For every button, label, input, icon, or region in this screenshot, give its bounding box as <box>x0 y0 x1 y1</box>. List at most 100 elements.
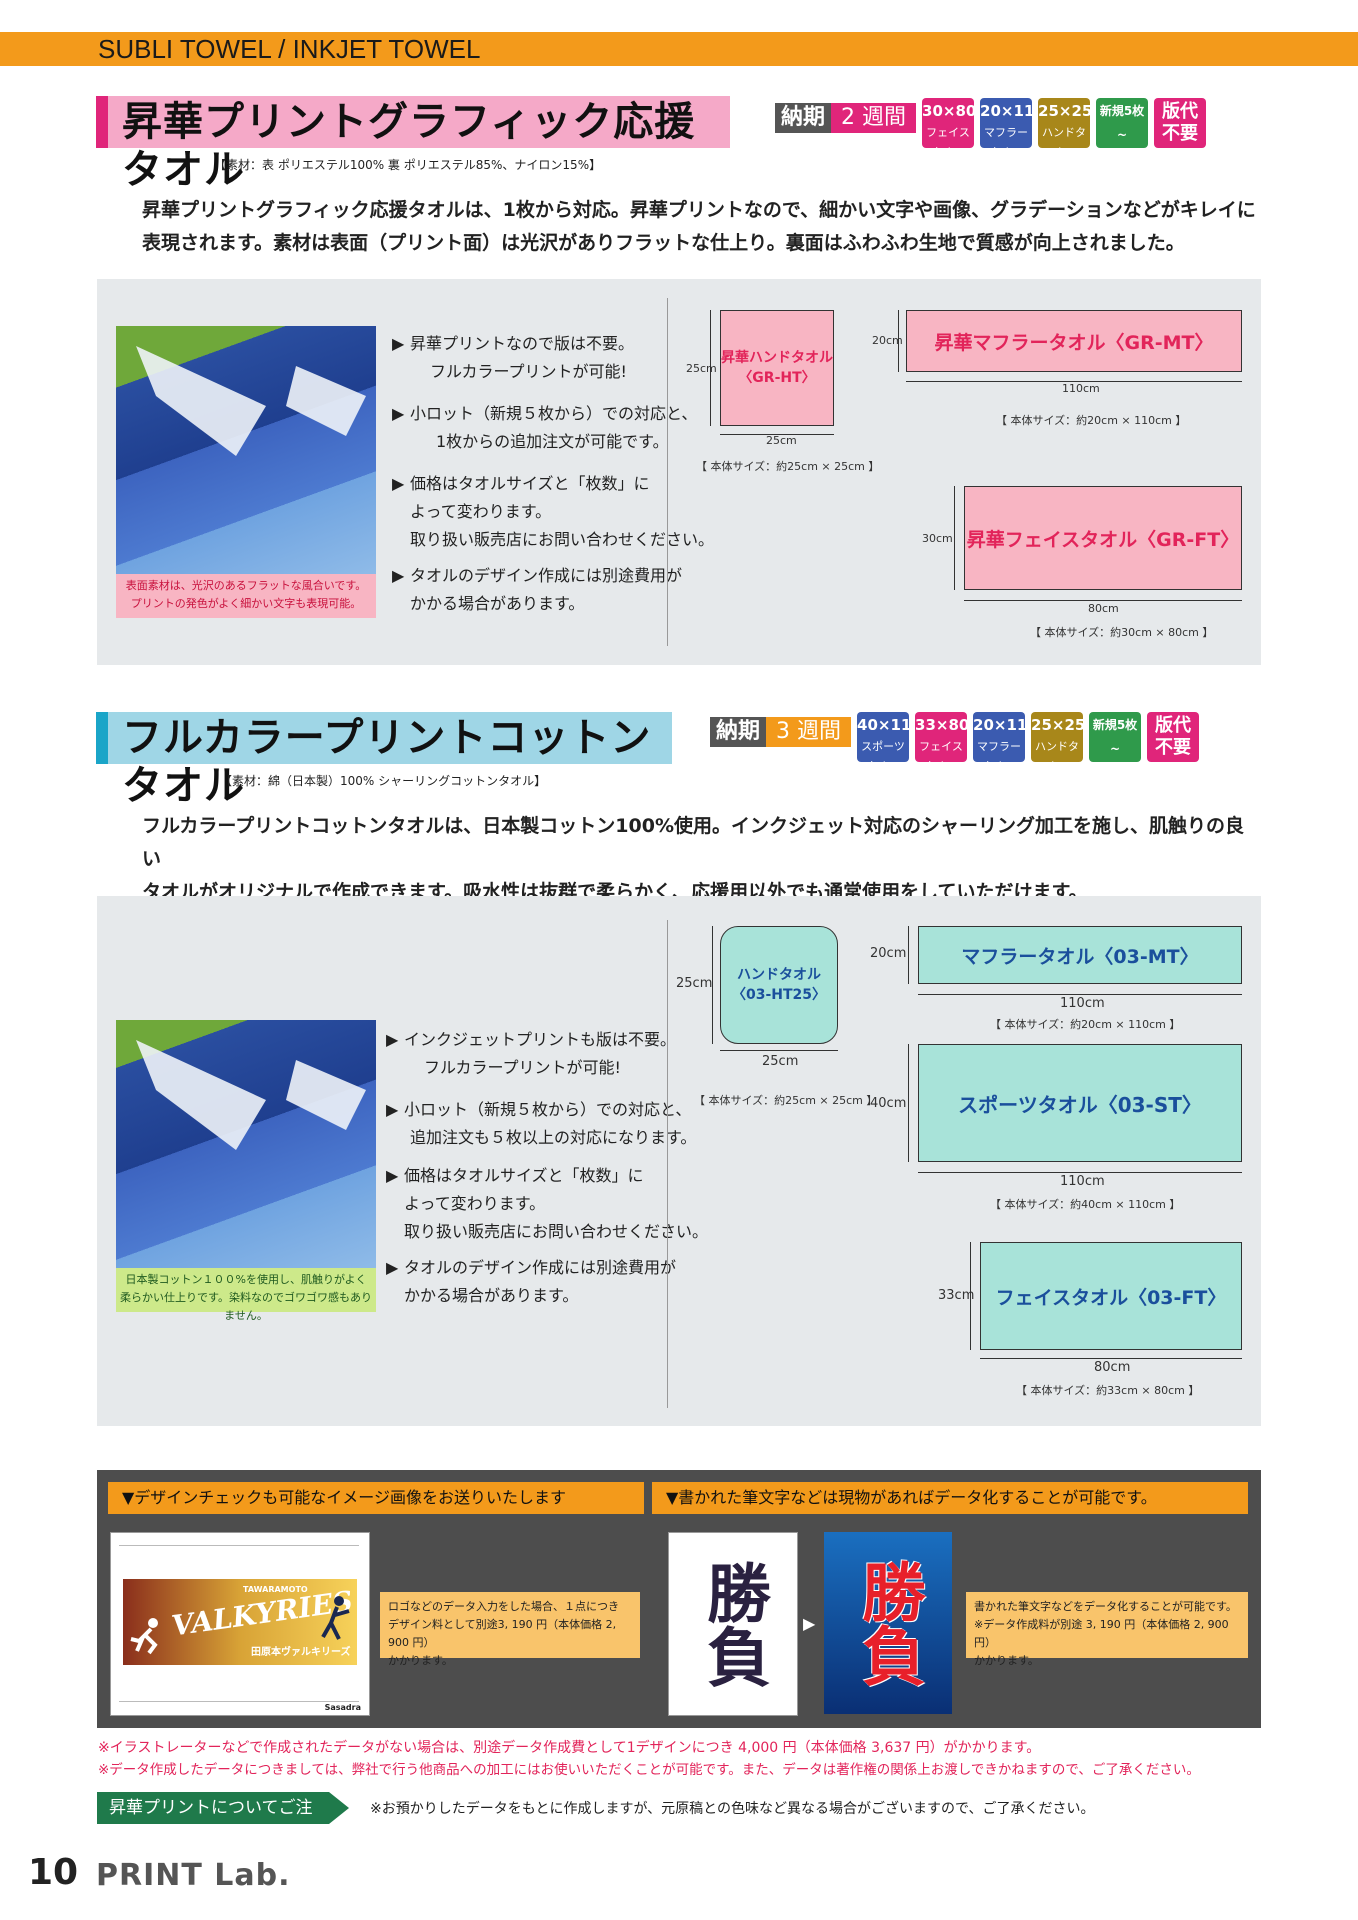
03-ht25-towel: ハンドタオル〈03-HT25〉 <box>720 926 838 1044</box>
dim-line <box>918 1172 1242 1173</box>
caution-text: ※お預かりしたデータをもとに作成しますが、元原稿との色味など異なる場合がございま… <box>370 1801 1095 1817</box>
header-bar <box>0 32 1358 66</box>
delivery-period: 納期 2 週間 <box>775 103 917 133</box>
dim-label: 20cm <box>872 334 903 347</box>
footer-brand: PRINT Lab. <box>96 1858 291 1893</box>
section1-title: 昇華プリントグラフィック応援タオル <box>122 99 696 193</box>
size-note: 【 本体サイズ：約40cm × 110cm 】 <box>990 1198 1181 1211</box>
section1-photo-caption: 表面素材は、光沢のあるフラットな風合いです。 プリントの発色がよく細かい文字も表… <box>116 574 376 618</box>
dim-label: 25cm <box>686 362 717 375</box>
dim-line <box>964 600 1242 601</box>
dim-line <box>980 1358 1242 1359</box>
dim-label: 33cm <box>938 1288 975 1303</box>
page-number: 10 <box>28 1852 79 1893</box>
caution-label: 昇華プリントについてご注意 <box>97 1792 329 1850</box>
badge-plate-free: 版代不要 <box>1147 712 1200 762</box>
dim-line <box>710 310 711 426</box>
logo-subtitle: 田原本ヴァルキリーズ <box>251 1647 351 1658</box>
dim-label: 110cm <box>1060 996 1105 1011</box>
arrow-right-icon: ▶ <box>803 1614 816 1633</box>
dim-line <box>954 486 955 590</box>
calligraphy-text: 勝負 <box>696 1560 771 1688</box>
dim-line <box>906 381 1242 382</box>
size-note: 【 本体サイズ：約20cm × 110cm 】 <box>990 1018 1181 1031</box>
dim-line <box>908 926 909 984</box>
section1-title-band: 昇華プリントグラフィック応援タオル <box>96 96 730 193</box>
calligraphy-text: 勝負 <box>851 1559 926 1687</box>
design-mockup: TAWARAMOTO VALKYRIES 田原本ヴァルキリーズ Sasadra <box>110 1532 370 1716</box>
section2-title-band: フルカラープリントコットンタオル <box>96 712 672 809</box>
dim-line <box>720 1050 838 1051</box>
design-left-header: ▼デザインチェックも可能なイメージ画像をお送りいたします <box>108 1482 644 1514</box>
runner-icon <box>130 1618 158 1655</box>
section1-photo <box>116 326 376 574</box>
towel-print-image <box>136 1040 366 1150</box>
design-right-header: ▼書かれた筆文字などは現物があればデータ化することが可能です。 <box>652 1482 1248 1514</box>
section2-title: フルカラープリントコットンタオル <box>122 715 652 809</box>
dim-line <box>898 310 899 372</box>
gr-mt-towel: 昇華マフラータオル〈GR-MT〉 <box>906 310 1242 372</box>
dim-label: 80cm <box>1094 1360 1131 1375</box>
section1-bullets: ▶昇華プリントなので版は不要。フルカラープリントが可能! ▶小ロット（新規５枚か… <box>392 334 715 613</box>
size-note: 【 本体サイズ：約25cm × 25cm 】 <box>696 460 880 473</box>
dim-line <box>720 434 834 435</box>
caution-arrow <box>329 1792 349 1824</box>
dim-label: 25cm <box>762 1054 799 1069</box>
section2-material: 【素材：綿（日本製）100% シャーリングコットンタオル】 <box>220 774 547 788</box>
dim-label: 25cm <box>676 976 713 991</box>
size-note: 【 本体サイズ：約33cm × 80cm 】 <box>1016 1384 1200 1397</box>
note-line2: ※データ作成したデータにつきましては、弊社で行う他商品への加工にはお使いいただく… <box>98 1762 1200 1778</box>
section2-bullets: ▶インクジェットプリントも版は不要。フルカラープリントが可能! ▶小ロット（新規… <box>386 1030 709 1305</box>
brand-label: Sasadra <box>324 1703 361 1712</box>
section1-description: 昇華プリントグラフィック応援タオルは、1枚から対応。昇華プリントなので、細かい文… <box>142 199 1256 254</box>
dim-label: 20cm <box>870 946 907 961</box>
dim-label: 40cm <box>870 1096 907 1111</box>
calligraphy-converted: 勝負 <box>824 1532 952 1714</box>
logo-top-text: TAWARAMOTO <box>243 1585 308 1594</box>
dim-label: 25cm <box>766 434 797 447</box>
divider <box>667 298 668 646</box>
dim-line <box>918 994 1242 995</box>
size-note: 【 本体サイズ：約30cm × 80cm 】 <box>1030 626 1214 639</box>
dim-line <box>712 926 713 1044</box>
section2-photo-caption: 日本製コットン１００%を使用し、肌触りがよく 柔らかい仕上りです。染料なのでゴワ… <box>116 1268 376 1322</box>
delivery-period: 納期 3 週間 <box>710 717 852 747</box>
badge-plate-free: 版代不要 <box>1154 98 1207 148</box>
gr-ht-towel: 昇華ハンドタオル〈GR-HT〉 <box>720 310 834 426</box>
size-note: 【 本体サイズ：約25cm × 25cm 】 <box>694 1094 878 1107</box>
badge-lot: 新規5枚~追加5枚~ <box>1089 712 1142 777</box>
dim-line <box>908 1044 909 1162</box>
03-ft-towel: フェイスタオル〈03-FT〉 <box>980 1242 1242 1350</box>
header-title: SUBLI TOWEL / INKJET TOWEL <box>98 34 481 64</box>
design-left-note: ロゴなどのデータ入力をした場合、１点につき デザイン料として別途3, 190 円… <box>380 1592 640 1667</box>
dim-label: 80cm <box>1088 602 1119 615</box>
dim-line <box>970 1242 971 1350</box>
note-line1: ※イラストレーターなどで作成されたデータがない場合は、別途データ作成費として1デ… <box>98 1740 1041 1756</box>
03-st-towel: スポーツタオル〈03-ST〉 <box>918 1044 1242 1162</box>
badge-lot: 新規5枚~追加1枚~ <box>1096 98 1149 163</box>
gr-ft-towel: 昇華フェイスタオル〈GR-FT〉 <box>964 486 1242 590</box>
dim-label: 110cm <box>1062 382 1100 395</box>
player-icon <box>321 1596 350 1640</box>
calligraphy-original: 勝負 <box>668 1532 798 1716</box>
size-note: 【 本体サイズ：約20cm × 110cm 】 <box>996 414 1187 427</box>
divider <box>667 920 668 1408</box>
section2-photo <box>116 1020 376 1268</box>
section1-material: 【素材：表 ポリエステル100% 裏 ポリエステル85%、ナイロン15%】 <box>214 158 602 172</box>
dim-label: 110cm <box>1060 1174 1105 1189</box>
towel-print-image <box>136 346 366 456</box>
design-right-note: 書かれた筆文字などをデータ化することが可能です。 ※データ作成料が別途 3, 1… <box>966 1592 1248 1667</box>
valkyries-logo: TAWARAMOTO VALKYRIES 田原本ヴァルキリーズ <box>123 1579 357 1665</box>
section2-description: フルカラープリントコットンタオルは、日本製コットン100%使用。インクジェット対… <box>142 815 1244 903</box>
dim-label: 30cm <box>922 532 953 545</box>
03-mt-towel: マフラータオル〈03-MT〉 <box>918 926 1242 984</box>
